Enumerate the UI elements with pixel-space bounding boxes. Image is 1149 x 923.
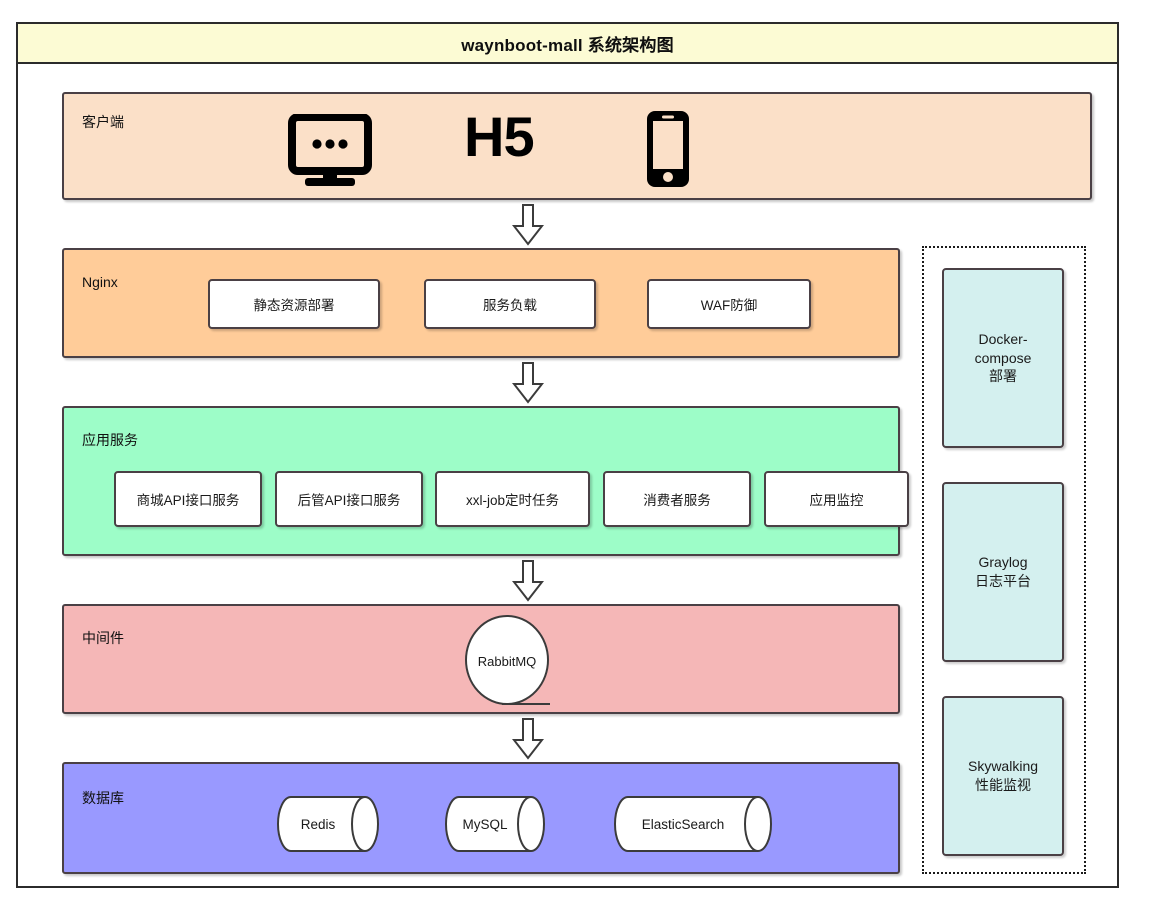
mobile-phone-icon bbox=[647, 111, 689, 187]
tier-database-label: 数据库 bbox=[82, 790, 124, 806]
tier-middleware: 中间件 RabbitMQ bbox=[62, 604, 900, 714]
elasticsearch-label: ElasticSearch bbox=[641, 816, 725, 832]
tier-nginx: Nginx 静态资源部署 服务负载 WAF防御 bbox=[62, 248, 900, 358]
tier-database: 数据库 Redis MySQL ElasticSearch bbox=[62, 762, 900, 874]
nginx-item-waf[interactable]: WAF防御 bbox=[647, 279, 811, 329]
redis-label: Redis bbox=[300, 816, 336, 832]
app-item-admin-api[interactable]: 后管API接口服务 bbox=[275, 471, 423, 527]
page-title: waynboot-mall 系统架构图 bbox=[461, 35, 674, 55]
ops-infrastructure-group: Docker- compose 部署 Graylog 日志平台 Skywalki… bbox=[922, 246, 1086, 874]
ops-item-docker-compose[interactable]: Docker- compose 部署 bbox=[942, 268, 1064, 448]
architecture-diagram-frame: waynboot-mall 系统架构图 客户端 H5 bbox=[16, 22, 1119, 888]
app-item-xxl-job[interactable]: xxl-job定时任务 bbox=[435, 471, 590, 527]
mysql-label: MySQL bbox=[462, 816, 508, 832]
nginx-item-static-resources[interactable]: 静态资源部署 bbox=[208, 279, 380, 329]
ops-item-graylog[interactable]: Graylog 日志平台 bbox=[942, 482, 1064, 662]
nginx-item-load-balancing[interactable]: 服务负载 bbox=[424, 279, 596, 329]
h5-text-icon: H5 bbox=[464, 105, 535, 168]
arrow-client-to-nginx bbox=[512, 204, 544, 246]
tier-client: 客户端 H5 bbox=[62, 92, 1092, 200]
tier-app-label: 应用服务 bbox=[82, 432, 138, 448]
desktop-monitor-icon bbox=[288, 114, 372, 186]
tier-middleware-label: 中间件 bbox=[82, 630, 124, 646]
arrow-middleware-to-database bbox=[512, 718, 544, 760]
database-item-redis[interactable]: Redis bbox=[277, 796, 381, 852]
app-item-mall-api[interactable]: 商城API接口服务 bbox=[114, 471, 262, 527]
diagram-title-banner: waynboot-mall 系统架构图 bbox=[18, 24, 1117, 64]
tier-client-label: 客户端 bbox=[82, 114, 124, 130]
client-icon-row: H5 bbox=[64, 94, 1090, 198]
app-item-app-monitoring[interactable]: 应用监控 bbox=[764, 471, 909, 527]
middleware-item-rabbitmq[interactable]: RabbitMQ bbox=[464, 615, 550, 705]
database-item-elasticsearch[interactable]: ElasticSearch bbox=[614, 796, 774, 852]
app-item-consumer-service[interactable]: 消费者服务 bbox=[603, 471, 751, 527]
tier-application-services: 应用服务 商城API接口服务 后管API接口服务 xxl-job定时任务 消费者… bbox=[62, 406, 909, 556]
arrow-app-to-middleware bbox=[512, 560, 544, 602]
database-item-mysql[interactable]: MySQL bbox=[445, 796, 547, 852]
tier-nginx-label: Nginx bbox=[82, 274, 118, 290]
rabbitmq-label: RabbitMQ bbox=[477, 653, 537, 669]
arrow-nginx-to-app bbox=[512, 362, 544, 404]
ops-item-skywalking[interactable]: Skywalking 性能监视 bbox=[942, 696, 1064, 856]
